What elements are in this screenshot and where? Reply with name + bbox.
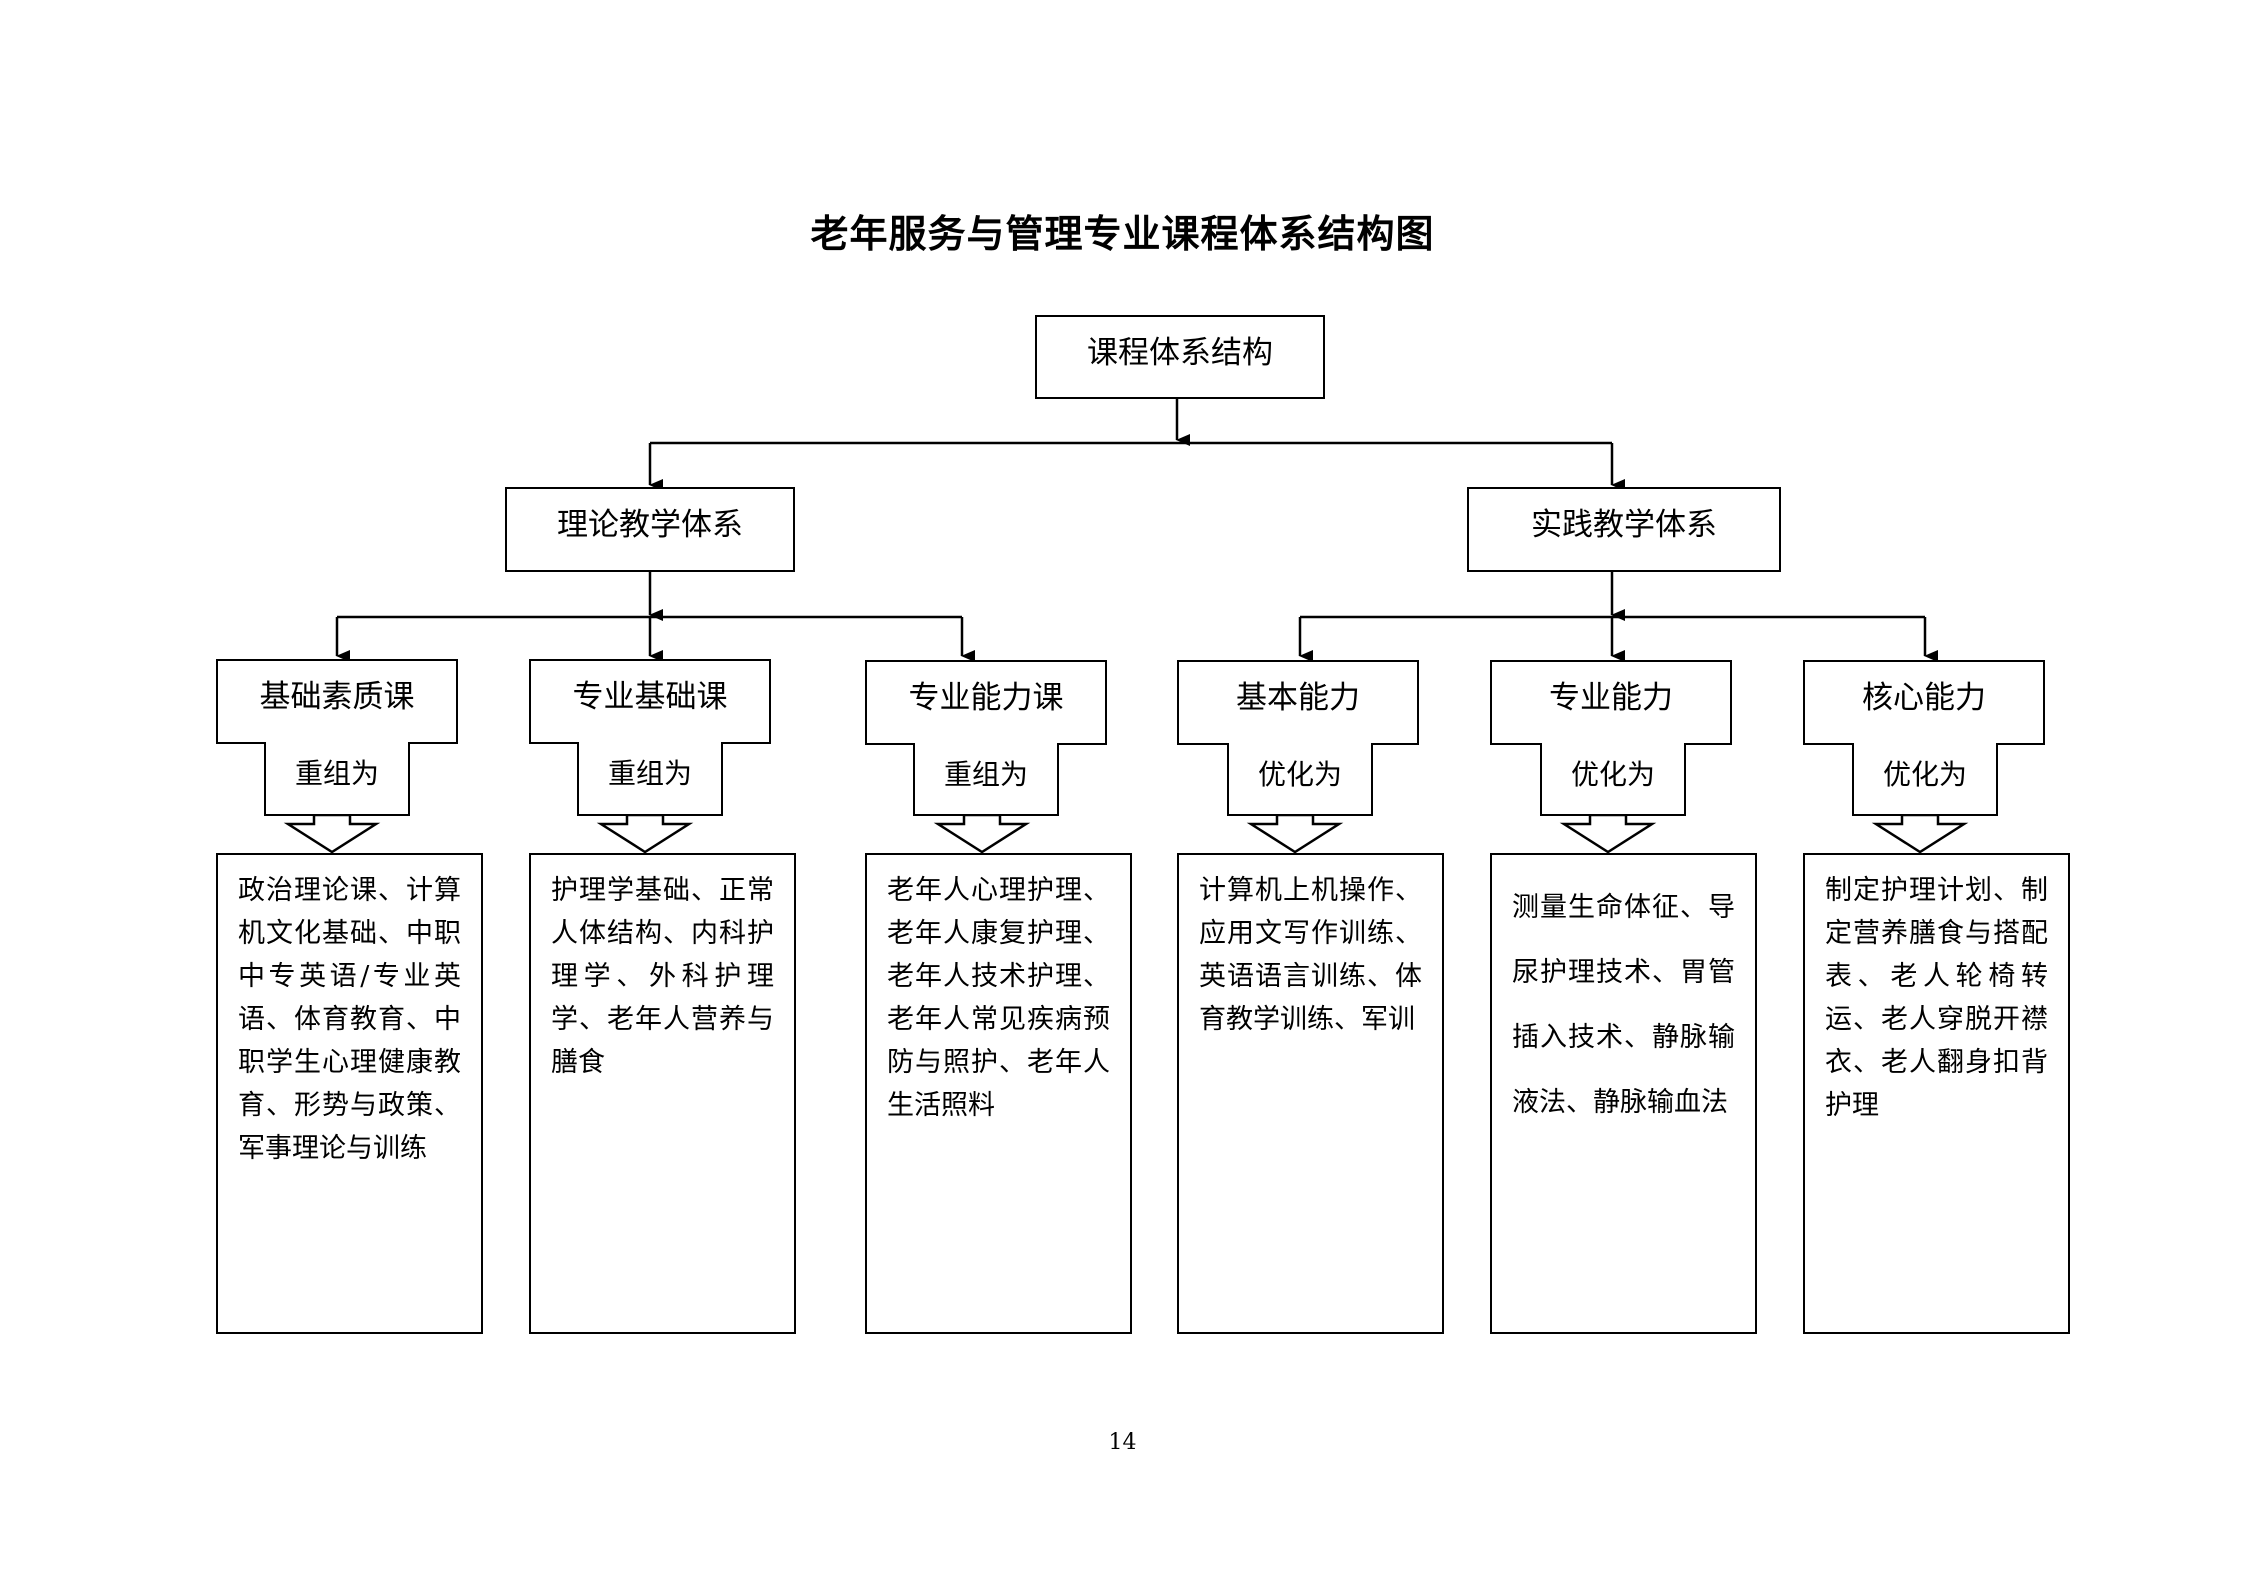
tag-label: 重组为	[943, 758, 1028, 791]
category-label: 专业基础课	[572, 679, 728, 715]
tag-box-4: 优化为	[1227, 743, 1373, 816]
tag-label: 优化为	[1257, 758, 1342, 791]
category-label: 基础素质课	[259, 679, 415, 715]
content-box-2: 护理学基础、正常人体结构、内科护理学、外科护理学、老年人营养与膳食	[529, 853, 796, 1334]
tag-label: 优化为	[1882, 758, 1967, 791]
category-box-3: 专业能力课	[865, 660, 1107, 745]
category-box-1: 基础素质课	[216, 659, 458, 744]
page-number: 14	[1108, 1430, 1137, 1455]
category-box-2: 专业基础课	[529, 659, 771, 744]
tag-label: 重组为	[294, 757, 379, 790]
root-label: 课程体系结构	[1087, 335, 1273, 371]
tag-box-2: 重组为	[577, 742, 723, 816]
block-arrow-5	[1559, 813, 1657, 854]
category-box-6: 核心能力	[1803, 660, 2045, 745]
content-box-1: 政治理论课、计算机文化基础、中职中专英语/专业英语、体育教育、中职学生心理健康教…	[216, 853, 483, 1334]
block-arrow-6	[1871, 813, 1969, 854]
tag-label: 优化为	[1570, 758, 1655, 791]
category-label: 专业能力	[1549, 680, 1673, 716]
branch-label: 实践教学体系	[1531, 507, 1717, 543]
tag-box-1: 重组为	[264, 742, 410, 816]
category-label: 核心能力	[1862, 680, 1986, 716]
tag-box-6: 优化为	[1852, 743, 1998, 816]
category-label: 基本能力	[1236, 680, 1360, 716]
category-label: 专业能力课	[908, 680, 1064, 716]
branch-theory-box: 理论教学体系	[505, 487, 795, 572]
block-arrow-2	[596, 813, 694, 854]
category-box-5: 专业能力	[1490, 660, 1732, 745]
tag-box-3: 重组为	[913, 743, 1059, 816]
root-box: 课程体系结构	[1035, 315, 1325, 399]
branch-label: 理论教学体系	[557, 507, 743, 543]
content-box-3: 老年人心理护理、老年人康复护理、老年人技术护理、老年人常见疾病预防与照护、老年人…	[865, 853, 1132, 1334]
tag-box-5: 优化为	[1540, 743, 1686, 816]
content-box-5: 测量生命体征、导尿护理技术、胃管插入技术、静脉输液法、静脉输血法	[1490, 853, 1757, 1334]
content-box-6: 制定护理计划、制定营养膳食与搭配表、老人轮椅转运、老人穿脱开襟衣、老人翻身扣背护…	[1803, 853, 2070, 1334]
block-arrow-1	[283, 813, 381, 854]
category-box-4: 基本能力	[1177, 660, 1419, 745]
content-box-4: 计算机上机操作、应用文写作训练、英语语言训练、体育教学训练、军训	[1177, 853, 1444, 1334]
block-arrow-3	[933, 813, 1031, 854]
block-arrow-4	[1246, 813, 1344, 854]
tag-label: 重组为	[607, 757, 692, 790]
branch-practice-box: 实践教学体系	[1467, 487, 1781, 572]
page-title: 老年服务与管理专业课程体系结构图	[810, 211, 1435, 256]
